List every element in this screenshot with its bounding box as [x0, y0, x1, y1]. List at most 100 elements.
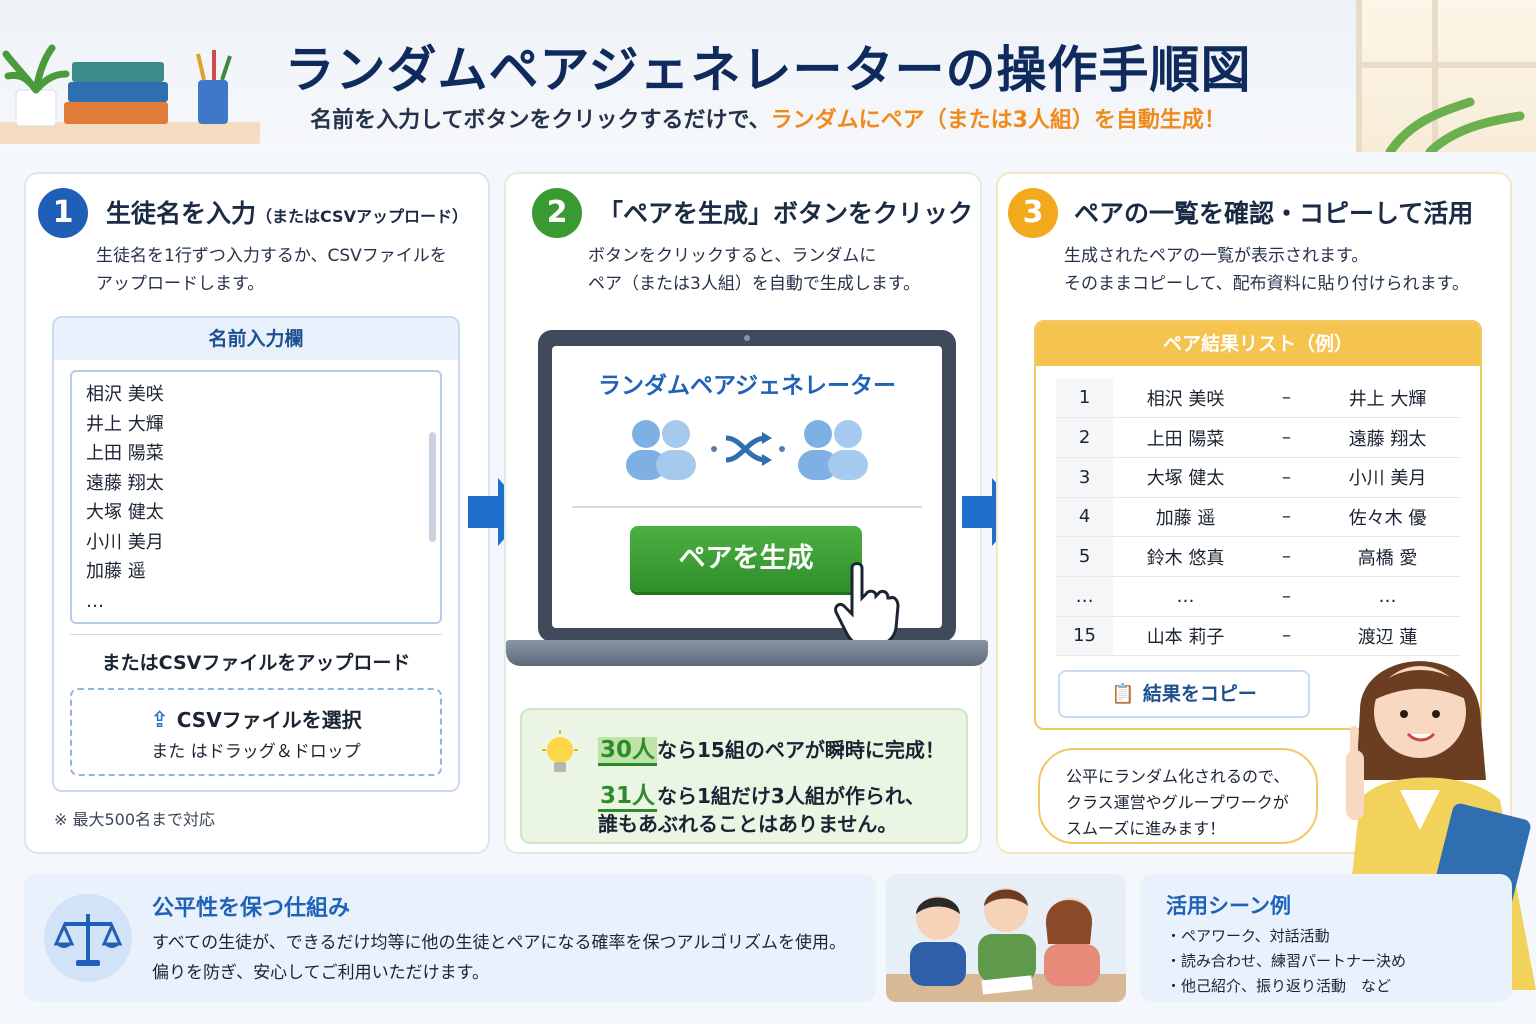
subtitle-highlight: ランダムにペア（または3人組）を自動生成！ [770, 108, 1226, 133]
name-line: 加藤 遥 [86, 561, 146, 582]
step1-title-sub: （またはCSVアップロード） [256, 207, 468, 226]
pair-name-a: 相沢 美咲 [1113, 378, 1258, 419]
pair-name-b: 井上 大輝 [1315, 378, 1460, 419]
pair-separator: – [1257, 576, 1316, 617]
copy-result-button[interactable]: 📋 結果をコピー [1058, 670, 1310, 718]
step1-title: 生徒名を入力（またはCSVアップロード） [106, 194, 468, 230]
page-subtitle: 名前を入力してボタンをクリックするだけで、ランダムにペア（または3人組）を自動生… [0, 102, 1536, 134]
copy-result-label: 結果をコピー [1142, 683, 1257, 705]
generate-pairs-button[interactable]: ペアを生成 [630, 526, 862, 592]
pair-index: 3 [1056, 457, 1114, 498]
pair-index: 1 [1056, 378, 1114, 419]
people-shuffle-graphic [552, 414, 942, 494]
pair-name-b: 小川 美月 [1315, 457, 1460, 498]
tip-line-2: 31人なら1組だけ3人組が作られ、 [598, 776, 925, 812]
fairness-section: 公平性を保つ仕組み すべての生徒が、できるだけ均等に他の生徒とペアになる確率を保… [24, 874, 876, 1002]
laptop-camera [744, 335, 750, 341]
pair-separator: – [1257, 378, 1316, 419]
fairness-title: 公平性を保つ仕組み [152, 896, 351, 921]
name-line: 遠藤 翔太 [86, 472, 164, 494]
scale-icon [44, 894, 132, 982]
step3-title: ペアの一覧を確認・コピーして活用 [1074, 199, 1474, 228]
laptop-base [506, 640, 988, 666]
upload-icon: ⇪ [150, 708, 169, 733]
step2-desc-line2: ペア（または3人組）を自動で生成します。 [588, 274, 921, 294]
csv-upload-label: またはCSVファイルをアップロード [101, 652, 411, 674]
plant-decoration [1385, 97, 1525, 152]
step3-number: 3 [1008, 188, 1058, 238]
pair-index: 2 [1056, 417, 1114, 458]
list-item: ・読み合わせ、練習パートナー決め [1166, 952, 1407, 970]
students-illustration [886, 874, 1126, 1002]
pair-name-b: 渡辺 蓮 [1315, 616, 1460, 657]
fairness-text: すべての生徒が、できるだけ均等に他の生徒とペアになる確率を保つアルゴリズムを使用… [152, 928, 846, 988]
name-line: … [86, 590, 104, 612]
step1-title-main: 生徒名を入力 [106, 199, 257, 228]
bubble-line-3: スムーズに進みます！ [1066, 819, 1226, 838]
pair-separator: – [1257, 497, 1316, 538]
usage-scenes-title: 活用シーン例 [1166, 894, 1291, 918]
limit-note: ※ 最大500名まで対応 [54, 810, 216, 829]
pair-index: 15 [1056, 616, 1114, 657]
pair-name-b: … [1315, 576, 1460, 617]
usage-scenes-list: ・ペアワーク、対話活動 ・読み合わせ、練習パートナー決め ・他己紹介、振り返り活… [1166, 924, 1406, 999]
step3-desc-line1: 生成されたペアの一覧が表示されます。 [1064, 246, 1369, 266]
step1-desc-line1: 生徒名を1行ずつ入力するか、CSVファイルを [96, 246, 447, 266]
name-line: 井上 大輝 [86, 413, 164, 435]
table-row: ……–… [1056, 576, 1460, 617]
name-input-box: 名前入力欄 相沢 美咲 井上 大輝 上田 陽菜 遠藤 翔太 大塚 健太 小川 美… [52, 316, 460, 792]
pair-separator: – [1257, 536, 1316, 577]
step1-desc-line2: アップロードします。 [96, 274, 265, 294]
fairness-line1: すべての生徒が、できるだけ均等に他の生徒とペアになる確率を保つアルゴリズムを使用… [152, 933, 846, 953]
csv-select-button[interactable]: ⇪ CSVファイルを選択 [72, 704, 440, 733]
page-title: ランダムペアジェネレーターの操作手順図 [284, 41, 1252, 99]
pair-name-b: 佐々木 優 [1315, 497, 1460, 538]
speech-bubble: 公平にランダム化されるので、 クラス運営やグループワークが スムーズに進みます！ [1038, 748, 1318, 844]
list-item: ・ペアワーク、対話活動 [1166, 927, 1330, 945]
pair-index: 4 [1056, 497, 1114, 538]
tip-line-3: 誰もあぶれることはありません。 [598, 812, 898, 836]
bubble-line-1: 公平にランダム化されるので、 [1066, 767, 1290, 786]
lightbulb-icon [542, 730, 578, 772]
csv-drag-hint: また はドラッグ＆ドロップ [151, 742, 361, 762]
pair-name-a: 鈴木 悠真 [1113, 536, 1258, 577]
name-line: 相沢 美咲 [86, 384, 164, 405]
pair-name-a: … [1113, 576, 1258, 617]
pair-name-b: 高橋 愛 [1315, 536, 1460, 577]
step3-desc-line2: そのままコピーして、配布資料に貼り付けられます。 [1064, 274, 1469, 294]
step1-description: 生徒名を1行ずつ入力するか、CSVファイルを アップロードします。 [96, 242, 447, 298]
step1-number: 1 [38, 188, 88, 238]
laptop-screen: ランダムペアジェネレーター ペアを生成 [538, 330, 956, 648]
csv-select-label: CSVファイルを選択 [176, 708, 362, 732]
shelf-decoration [0, 122, 260, 144]
hand-pointer-icon [834, 562, 900, 648]
step2-description: ボタンをクリックすると、ランダムに ペア（または3人組）を自動で生成します。 [588, 242, 920, 298]
pair-separator: – [1257, 616, 1316, 657]
name-input-textarea[interactable]: 相沢 美咲 井上 大輝 上田 陽菜 遠藤 翔太 大塚 健太 小川 美月 加藤 遥… [70, 370, 442, 624]
step1-panel: 1 生徒名を入力（またはCSVアップロード） 生徒名を1行ずつ入力するか、CSV… [24, 172, 490, 854]
bubble-line-2: クラス運営やグループワークが [1066, 793, 1289, 812]
name-line: 大塚 健太 [86, 502, 164, 523]
screen-divider [572, 506, 922, 508]
textarea-scrollbar[interactable] [429, 432, 436, 542]
pair-separator: – [1257, 417, 1316, 458]
clipboard-icon: 📋 [1111, 683, 1135, 705]
pair-separator: – [1257, 457, 1316, 498]
pair-index: … [1056, 576, 1114, 617]
subtitle-text: 名前を入力してボタンをクリックするだけで、 [310, 108, 771, 133]
pair-index: 5 [1056, 536, 1114, 577]
header: ランダムペアジェネレーターの操作手順図 名前を入力してボタンをクリックするだけで… [0, 0, 1536, 152]
step2-panel: 2 「ペアを生成」ボタンをクリック ボタンをクリックすると、ランダムに ペア（ま… [504, 172, 988, 854]
window-decoration [1356, 0, 1536, 152]
shuffle-icon [711, 432, 785, 466]
tip-box: 30人なら15組のペアが瞬時に完成！ 31人なら1組だけ3人組が作られ、 誰もあ… [520, 708, 968, 844]
csv-dropzone[interactable]: ⇪ CSVファイルを選択 また はドラッグ＆ドロップ [70, 688, 442, 776]
fairness-line2: 偏りを防ぎ、安心してご利用いただけます。 [152, 963, 489, 983]
